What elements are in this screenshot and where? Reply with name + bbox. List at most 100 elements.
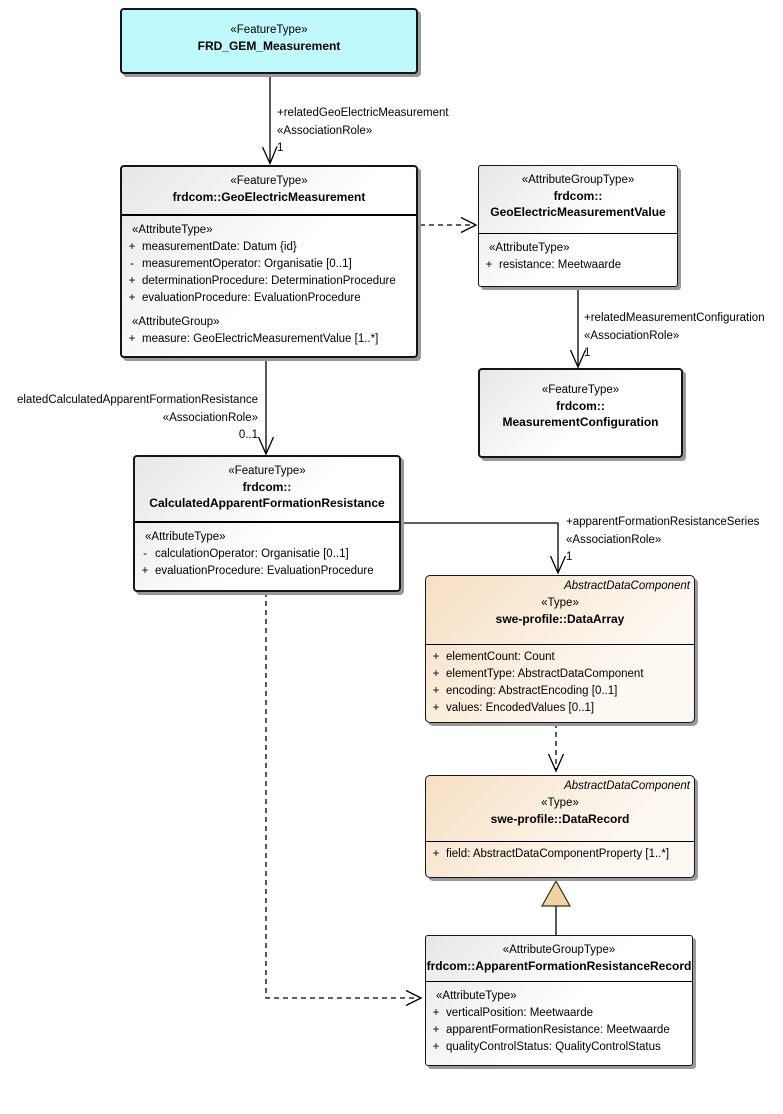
visibility: +	[432, 668, 440, 680]
open-arrowhead-icon	[547, 753, 565, 773]
visibility: +	[432, 1024, 440, 1036]
visibility: +	[128, 275, 136, 287]
attribute-row: +elementType: AbstractDataComponent	[426, 666, 694, 683]
attribute-row: + resistance: Meetwaarde	[479, 257, 677, 274]
visibility: -	[130, 258, 134, 270]
visibility: +	[432, 651, 440, 663]
attribute-text: values: EncodedValues [0..1]	[446, 702, 595, 714]
class-geo-electric-measurement-value[interactable]: «AttributeGroupType» frdcom:: GeoElectri…	[478, 165, 678, 287]
visibility: +	[432, 685, 440, 697]
stereotype-label: «AttributeGroupType»	[521, 174, 635, 186]
attribute-text: resistance: Meetwaarde	[499, 259, 622, 271]
role-stereotype: «AssociationRole»	[566, 533, 662, 546]
connector-label-related-geo-electric-measurement: +relatedGeoElectricMeasurement «Associat…	[277, 105, 449, 158]
class-calculated-apparent-formation-resistance[interactable]: «FeatureType» frdcom:: CalculatedApparen…	[133, 455, 401, 592]
open-arrowhead-icon	[257, 436, 275, 456]
visibility: +	[141, 565, 149, 577]
role-stereotype: «AssociationRole»	[162, 411, 258, 424]
visibility: +	[128, 241, 136, 253]
attribute-row: + elementCount: Count	[426, 649, 694, 666]
attribute-row: + measure: GeoElectricMeasurementValue [1…	[122, 331, 416, 348]
role-stereotype: «AssociationRole»	[584, 329, 680, 342]
class-geo-electric-measurement[interactable]: «FeatureType» frdcom::GeoElectricMeasure…	[120, 165, 418, 358]
attribute-row: +encoding: AbstractEncoding [0..1]	[426, 683, 694, 700]
stereotype-label: «FeatureType»	[230, 175, 308, 187]
class-name-line2: MeasurementConfiguration	[502, 415, 659, 429]
stereotype-label: «FeatureType»	[230, 24, 308, 36]
attribute-text: evaluationProcedure: EvaluationProcedure	[142, 292, 361, 304]
stereotype-label: «Type»	[541, 797, 579, 809]
visibility: +	[432, 1007, 440, 1019]
parent-class-label: AbstractDataComponent	[564, 780, 690, 792]
attribute-row: + apparentFormationResistance: Meetwaarde	[426, 1022, 692, 1039]
visibility: +	[432, 848, 440, 860]
open-arrowhead-icon	[549, 555, 567, 575]
connector-apparent-formation-resistance-series[interactable]	[401, 522, 559, 572]
class-name-line2: CalculatedApparentFormationResistance	[149, 496, 385, 510]
multiplicity: 0..1	[238, 429, 258, 441]
class-name-line1: frdcom::	[553, 189, 603, 203]
attribute-text: measure: GeoElectricMeasurementValue [1.…	[142, 333, 379, 345]
class-swe-dataarray[interactable]: AbstractDataComponent «Type» swe-profile…	[425, 575, 695, 723]
class-name-line1: frdcom::	[556, 399, 605, 413]
role-name: +relatedMeasurementConfiguration	[584, 312, 765, 324]
class-swe-datarecord[interactable]: AbstractDataComponent «Type» swe-profile…	[425, 775, 695, 878]
role-name: elatedCalculatedApparentFormationResista…	[16, 394, 258, 406]
attribute-row: + evaluationProcedure: EvaluationProcedur…	[122, 290, 416, 307]
attribute-section-label: «AttributeType»	[132, 224, 213, 236]
visibility: +	[432, 1041, 440, 1053]
multiplicity: 1	[584, 347, 591, 359]
attribute-row: + measurementDate: Datum {id}	[122, 239, 416, 256]
class-name-line1: frdcom::	[242, 480, 292, 494]
connector-cafr-record-dependency[interactable]	[265, 592, 418, 999]
visibility: +	[485, 259, 493, 271]
attribute-text: field: AbstractDataComponentProperty [1.…	[446, 848, 670, 860]
attribute-text: verticalPosition: Meetwaarde	[446, 1007, 594, 1019]
class-measurement-configuration[interactable]: «FeatureType» frdcom:: MeasurementConfig…	[478, 368, 683, 458]
visibility: +	[128, 292, 136, 304]
connector-label-related-measurement-configuration: +relatedMeasurementConfiguration «Associ…	[584, 310, 765, 363]
attribute-section-label: «AttributeType»	[489, 242, 570, 254]
class-name: frdcom::GeoElectricMeasurement	[172, 190, 366, 204]
attribute-row: + determinationProcedure: DeterminationPr…	[122, 273, 416, 290]
parent-class-label: AbstractDataComponent	[564, 580, 690, 592]
class-name-line2: GeoElectricMeasurementValue	[490, 205, 666, 219]
visibility: +	[432, 702, 440, 714]
class-name: frdcom::ApparentFormationResistanceRecor…	[426, 959, 692, 973]
attribute-row: + verticalPosition: Meetwaarde	[426, 1005, 692, 1022]
multiplicity: 1	[566, 551, 573, 563]
attribute-row: -calculationOperator: Organisatie [0..1]	[135, 546, 399, 563]
class-frd-gem-measurement[interactable]: «FeatureType» FRD_GEM_Measurement	[120, 8, 418, 74]
multiplicity: 1	[277, 142, 284, 154]
visibility: -	[143, 548, 147, 560]
stereotype-label: «FeatureType»	[541, 384, 620, 396]
class-name: swe-profile::DataArray	[495, 612, 625, 626]
open-arrowhead-icon	[460, 216, 478, 234]
attribute-row: + evaluationProcedure: EvaluationProcedur…	[135, 563, 399, 580]
attribute-text: calculationOperator: Organisatie [0..1]	[155, 548, 349, 560]
class-name: swe-profile::DataRecord	[490, 812, 630, 826]
attribute-text: measurementDate: Datum {id}	[142, 241, 297, 253]
attribute-text: qualityControlStatus: QualityControlStat…	[446, 1041, 661, 1053]
attribute-text: elementCount: Count	[446, 651, 555, 663]
connector-label-related-calculated-apparent-formation-resistance: elatedCalculatedApparentFormationResista…	[0, 392, 258, 445]
generalization-triangle-icon	[540, 879, 572, 907]
attribute-text: apparentFormationResistance: Meetwaarde	[446, 1024, 670, 1036]
attribute-text: measurementOperator: Organisatie [0..1]	[142, 258, 352, 270]
visibility: +	[128, 333, 136, 345]
class-name: FRD_GEM_Measurement	[197, 39, 341, 53]
connector-label-apparent-formation-resistance-series: +apparentFormationResistanceSeries «Asso…	[566, 514, 759, 567]
attribute-text: evaluationProcedure: EvaluationProcedure	[155, 565, 374, 577]
attribute-row: -measurementOperator: Organisatie [0..1]	[122, 256, 416, 273]
attribute-section-label: «AttributeType»	[436, 990, 517, 1002]
role-name: +relatedGeoElectricMeasurement	[277, 107, 449, 119]
role-stereotype: «AssociationRole»	[277, 124, 373, 137]
stereotype-label: «Type»	[541, 597, 579, 609]
open-arrowhead-icon	[405, 989, 423, 1007]
class-apparent-formation-resistance-record[interactable]: «AttributeGroupType» frdcom::ApparentFor…	[425, 935, 693, 1066]
open-arrowhead-icon	[261, 146, 278, 166]
stereotype-label: «FeatureType»	[228, 465, 306, 477]
attribute-text: determinationProcedure: DeterminationPro…	[142, 275, 396, 287]
attribute-section-label: «AttributeType»	[145, 531, 226, 543]
